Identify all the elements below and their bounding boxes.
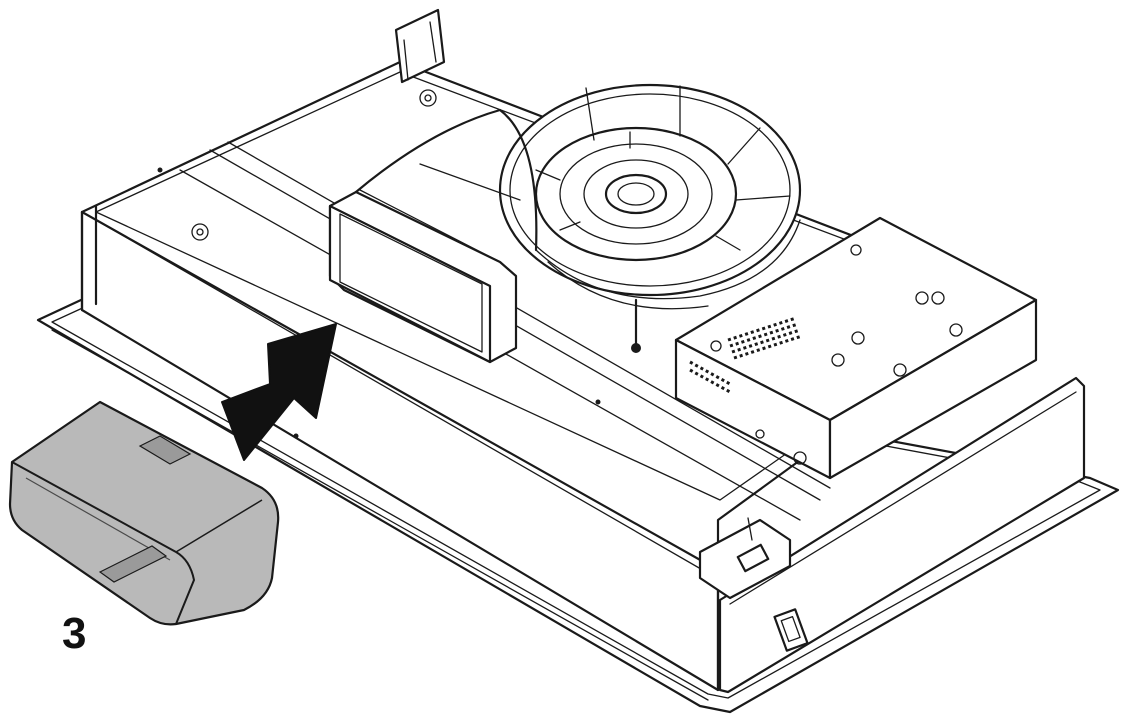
- terminal-block: [698, 517, 792, 600]
- vent-grille: [689, 316, 803, 394]
- insert-arrow: [221, 323, 337, 461]
- electronics-box: [674, 216, 1038, 480]
- front-side-panel: [718, 376, 1086, 694]
- outlet-collar: [328, 108, 538, 364]
- step-number: 3: [62, 609, 87, 658]
- duct-adaptor: [8, 400, 280, 626]
- blower-fan: [498, 83, 802, 353]
